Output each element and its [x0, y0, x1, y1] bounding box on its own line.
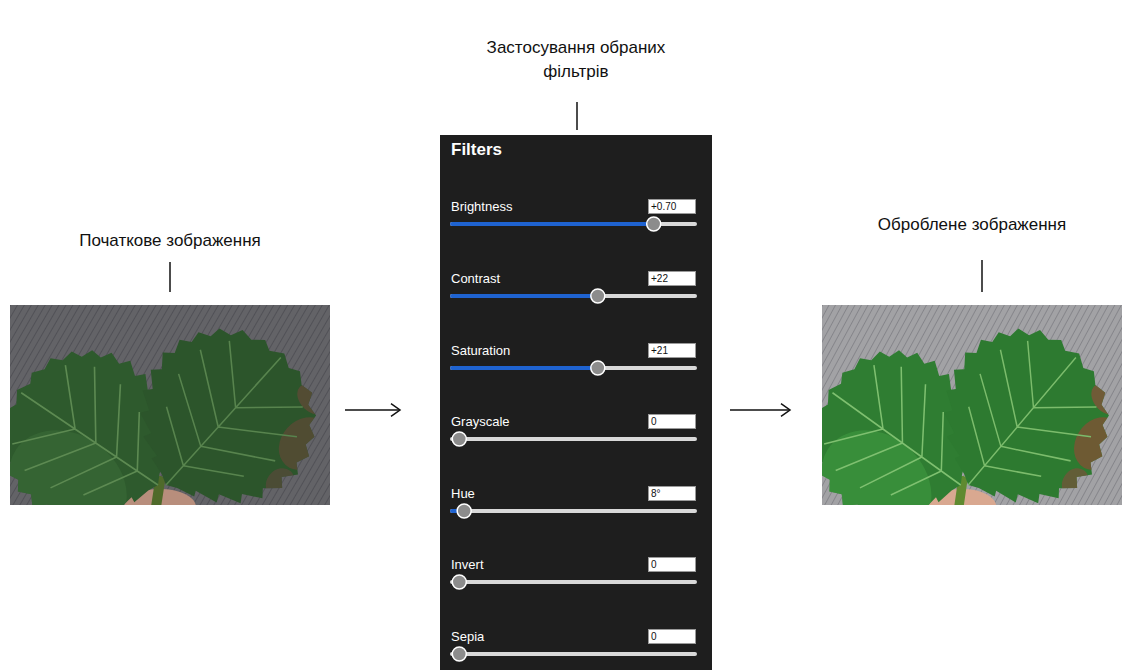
slider-knob — [452, 575, 466, 589]
filter-name: Saturation — [451, 343, 510, 359]
arrow-line — [345, 409, 400, 411]
track-line — [452, 580, 695, 584]
image-caption: Оброблене зображення — [782, 214, 1131, 236]
arrow-head — [781, 404, 790, 417]
filter-value: +0.70 — [651, 200, 676, 213]
slider-knob — [591, 289, 605, 303]
filter-value: 8° — [651, 487, 661, 500]
slider-track — [451, 360, 696, 376]
slider-row: Brightness +0.70 — [451, 198, 696, 234]
filter-name: Grayscale — [451, 414, 510, 430]
slider-track — [451, 288, 696, 304]
panel-caption: Застосування обраних фільтрів — [420, 36, 732, 84]
track-line — [452, 509, 695, 513]
value-box: 8° — [648, 486, 696, 501]
image-frame: Початкове зображення — [10, 305, 330, 505]
slider-track — [451, 574, 696, 590]
filter-name: Hue — [451, 486, 475, 502]
filter-value: +22 — [651, 272, 668, 285]
filter-panel: Застосування обраних фільтрівFiltersBrig… — [440, 135, 712, 670]
track-line — [452, 652, 695, 656]
track-fill — [452, 366, 598, 370]
value-box: +22 — [648, 271, 696, 286]
slider-knob — [647, 217, 661, 231]
flow-arrow — [730, 404, 790, 417]
slider-knob — [452, 647, 466, 661]
image-frame: Оброблене зображення — [822, 305, 1122, 505]
image-caption: Початкове зображення — [0, 230, 370, 252]
slider-track — [451, 503, 696, 519]
leader-line — [576, 102, 578, 130]
processed-photo — [822, 305, 1122, 505]
flow-arrow — [345, 404, 400, 417]
track-fill — [452, 294, 598, 298]
filter-value: 0 — [651, 630, 657, 643]
slider-track — [451, 216, 696, 232]
arrow-line — [730, 409, 790, 411]
slider-track — [451, 646, 696, 662]
track-line — [452, 437, 695, 441]
slider-row: Contrast +22 — [451, 270, 696, 306]
arrow-head — [391, 404, 400, 417]
track-fill — [452, 222, 654, 226]
filter-value: 0 — [651, 558, 657, 571]
original-photo — [10, 305, 330, 505]
slider-knob — [591, 361, 605, 375]
value-box: 0 — [648, 414, 696, 429]
slider-row: Hue 8° — [451, 485, 696, 521]
filter-name: Contrast — [451, 271, 500, 287]
slider-row: Sepia 0 — [451, 628, 696, 664]
value-box: +0.70 — [648, 199, 696, 214]
slider-row: Saturation +21 — [451, 342, 696, 378]
track-line — [452, 294, 695, 298]
slider-knob — [452, 432, 466, 446]
filter-value: 0 — [651, 415, 657, 428]
track-line — [452, 366, 695, 370]
slider-row: Invert 0 — [451, 556, 696, 592]
slider-knob — [457, 504, 471, 518]
value-box: 0 — [648, 629, 696, 644]
value-box: 0 — [648, 557, 696, 572]
filter-name: Sepia — [451, 629, 484, 645]
leader-line — [981, 260, 983, 292]
slider-row: Grayscale 0 — [451, 413, 696, 449]
panel-title: Filters — [451, 140, 502, 160]
slider-track — [451, 431, 696, 447]
filter-name: Invert — [451, 557, 484, 573]
filter-name: Brightness — [451, 199, 512, 215]
filter-value: +21 — [651, 344, 668, 357]
leader-line — [169, 262, 171, 292]
value-box: +21 — [648, 343, 696, 358]
